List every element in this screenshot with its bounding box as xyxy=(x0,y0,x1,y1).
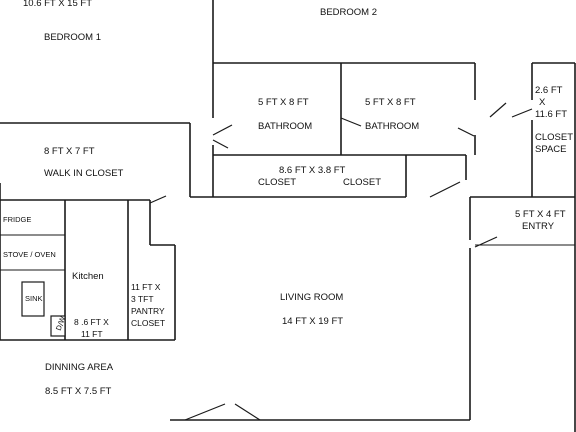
living-room-name: LIVING ROOM xyxy=(280,292,343,303)
door-closet xyxy=(429,181,461,198)
door-front-right xyxy=(234,403,261,421)
bath-left-name: BATHROOM xyxy=(258,121,312,132)
dining-area-name: DINNING AREA xyxy=(45,362,114,373)
kitchen-dims-1: 8 .6 FT X xyxy=(74,317,109,327)
door-bath-right-2 xyxy=(457,127,475,137)
doors xyxy=(149,102,533,421)
entry-name: ENTRY xyxy=(522,221,555,232)
closetspace-dims-2: X xyxy=(539,97,546,108)
bath-right-name: BATHROOM xyxy=(365,121,419,132)
pantry-line-1: 11 FT X xyxy=(131,282,161,292)
bath-left-dims: 5 FT X 8 FT xyxy=(258,97,309,108)
stove-label: STOVE / OVEN xyxy=(3,250,56,259)
walkin-dims: 8 FT X 7 FT xyxy=(44,146,95,157)
pantry-line-3: PANTRY xyxy=(131,306,165,316)
bedroom2-name: BEDROOM 2 xyxy=(320,7,377,18)
closetspace-dims-1: 2.6 FT xyxy=(535,85,563,96)
entry-dims: 5 FT X 4 FT xyxy=(515,209,566,220)
door-entry xyxy=(474,236,498,248)
sink-fixture xyxy=(21,281,45,317)
living-room-dims: 14 FT X 19 FT xyxy=(282,316,343,327)
closetspace-name-2: SPACE xyxy=(535,144,567,155)
kitchen-dims-2: 11 FT xyxy=(81,329,103,339)
door-hall-left xyxy=(489,102,507,118)
hall-closet-right-name: CLOSET xyxy=(343,177,381,188)
pantry-line-4: CLOSET xyxy=(131,318,165,328)
door-front-left xyxy=(184,403,226,421)
closetspace-name-1: CLOSET xyxy=(535,132,573,143)
hall-closets-dims: 8.6 FT X 3.8 FT xyxy=(279,165,346,176)
pantry-line-2: 3 TFT xyxy=(131,294,154,304)
kitchen-name: Kitchen xyxy=(72,271,104,282)
door-walkin xyxy=(149,195,167,204)
fridge-label: FRIDGE xyxy=(3,215,31,224)
door-closetspace xyxy=(511,108,533,118)
sink-label: SINK xyxy=(25,294,43,303)
door-bath-left xyxy=(212,124,233,136)
closetspace-dims-3: 11.6 FT xyxy=(535,109,567,120)
bedroom1-name: BEDROOM 1 xyxy=(44,32,101,43)
bedroom1-dims: 10.6 FT X 15 FT xyxy=(23,0,92,9)
hall-closet-left-name: CLOSET xyxy=(258,177,296,188)
dishwasher-fixture xyxy=(50,315,66,337)
walkin-name: WALK IN CLOSET xyxy=(44,168,124,179)
door-bath-right xyxy=(340,117,362,127)
dining-area-dims: 8.5 FT X 7.5 FT xyxy=(45,386,112,397)
bath-right-dims: 5 FT X 8 FT xyxy=(365,97,416,108)
door-bath-left-2 xyxy=(212,139,229,149)
